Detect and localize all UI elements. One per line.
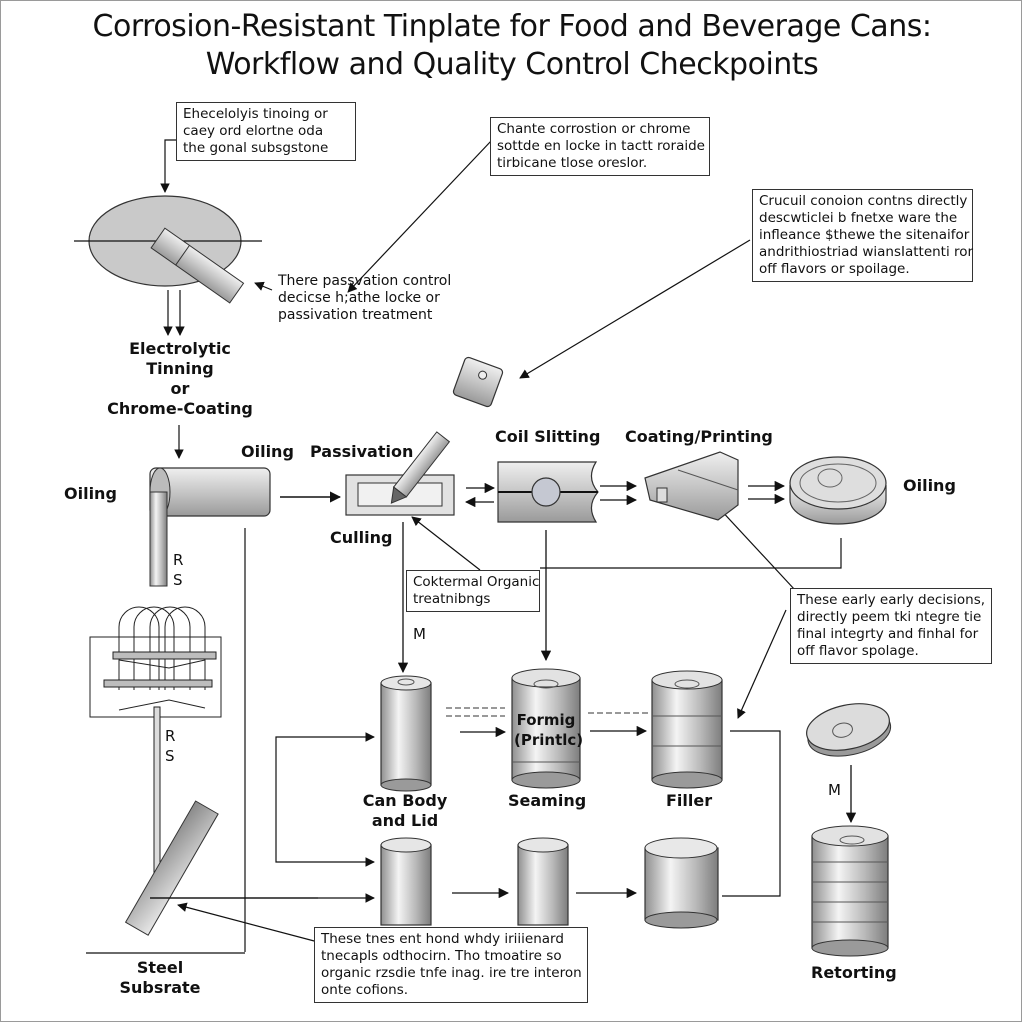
marker-letter: R bbox=[173, 551, 184, 569]
label-line: Steel bbox=[136, 958, 184, 977]
callout-line: infleance $thewe the sitenaifor bbox=[759, 227, 970, 243]
callout-line: Crucuil conoion contns directly bbox=[759, 193, 968, 209]
filler-can-icon bbox=[651, 670, 723, 789]
arrow-into-row2-can bbox=[275, 778, 375, 867]
tilted-lid-icon bbox=[806, 703, 892, 757]
can-lid-icon bbox=[789, 456, 887, 525]
callout-line: tnecapls odthocirn. Tho tmoatire so bbox=[321, 948, 562, 964]
cylinder-part-icon bbox=[452, 356, 504, 408]
marker-rs-lower: R S bbox=[165, 726, 175, 766]
retort-can-icon bbox=[811, 825, 889, 957]
can-body-icon bbox=[380, 675, 432, 792]
label-line: and Lid bbox=[371, 811, 439, 830]
coil-slitting-icon bbox=[497, 461, 599, 523]
callout-line: organic rzsdie tnfe inag. ire tre intero… bbox=[321, 965, 582, 981]
note-line: There passvation control bbox=[278, 273, 452, 289]
connector-lid-return bbox=[540, 538, 842, 569]
label-line: Tinning bbox=[146, 359, 214, 378]
stage-passivation: Passivation bbox=[310, 442, 414, 461]
callout-line: descwticlei b fnetxe ware the bbox=[759, 210, 958, 226]
leader-early-decisions-down bbox=[737, 609, 787, 719]
label-line: Electrolytic bbox=[129, 339, 231, 358]
callout-line: Coktermal Organic bbox=[413, 574, 540, 590]
seaming-can-icon bbox=[511, 668, 581, 789]
label-line: Can Body bbox=[362, 791, 448, 810]
callout-organic-residue: These tnes ent hond whdy iriiienard tnec… bbox=[314, 927, 588, 1003]
callout-early-decisions: These early early decisions, directly pe… bbox=[790, 588, 992, 664]
diagram-title-line-2: Workflow and Quality Control Checkpoints bbox=[205, 47, 819, 82]
row2-can-1-icon bbox=[380, 837, 432, 926]
stage-filler: Filler bbox=[666, 791, 713, 810]
callout-line: onte cofions. bbox=[321, 982, 409, 998]
stage-oiling-top: Oiling bbox=[241, 442, 294, 461]
stage-electrolytic-tinning: Electrolytic Tinning or Chrome-Coating bbox=[100, 339, 260, 419]
oiling-roll-icon bbox=[149, 467, 271, 587]
arrow-into-can-body bbox=[275, 732, 375, 778]
marker-letter: S bbox=[173, 571, 183, 589]
callout-line: off flavor spolage. bbox=[797, 643, 919, 659]
callout-line: andrithiostriad wiansIattenti ror bbox=[759, 244, 974, 260]
stage-oiling-right: Oiling bbox=[903, 476, 956, 495]
row2-open-can-icon bbox=[644, 837, 719, 929]
leader-bottom bbox=[177, 902, 319, 943]
callout-line: These tnes ent hond whdy iriiienard bbox=[321, 931, 564, 947]
stage-coating-printing: Coating/Printing bbox=[625, 427, 773, 446]
callout-line: caey ord elortne oda bbox=[183, 123, 324, 139]
tinning-frame-icon bbox=[89, 606, 222, 893]
callout-leaders bbox=[160, 139, 796, 943]
label-line: Subsrate bbox=[119, 978, 201, 997]
label-line: Chrome-Coating bbox=[107, 399, 253, 418]
callout-line: off flavors or spoilage. bbox=[759, 261, 910, 277]
leader-organic bbox=[411, 516, 481, 571]
callout-external-organic: Coktermal Organic treatnibngs bbox=[406, 570, 540, 612]
note-line: passivation treatment bbox=[278, 307, 433, 323]
stage-can-body-and-lid: Can Body and Lid bbox=[350, 791, 460, 831]
leader-top-right bbox=[519, 239, 751, 379]
diagram-title-line-1: Corrosion-Resistant Tinplate for Food an… bbox=[92, 9, 932, 44]
stage-culling: Culling bbox=[330, 528, 393, 547]
leader-early-decisions-up bbox=[717, 506, 796, 591]
leader-passivation-note bbox=[254, 281, 273, 291]
marker-rs-upper: R S bbox=[173, 550, 183, 590]
marker-letter: R bbox=[165, 727, 176, 745]
leader-top-left bbox=[160, 139, 176, 193]
forming-printing-overlay: Formig (Printlc) bbox=[514, 710, 584, 750]
passivation-station-icon bbox=[345, 431, 455, 516]
connector-filler-loop bbox=[722, 730, 781, 897]
callout-line: directly peem tki ntegre tie bbox=[797, 609, 982, 625]
stage-coil-slitting: Coil Slitting bbox=[495, 427, 601, 446]
stage-seaming: Seaming bbox=[508, 791, 587, 810]
label-line: (Printlc) bbox=[514, 731, 584, 749]
passivation-control-note: There passvation control decicse h;athe … bbox=[278, 273, 451, 324]
callout-line: final integrty and finhal for bbox=[797, 626, 979, 642]
stage-steel-substrate: Steel Subsrate bbox=[110, 958, 210, 998]
leader-top-center bbox=[347, 139, 493, 293]
electrolytic-tinning-disc-icon bbox=[74, 195, 262, 336]
marker-m-right: M bbox=[828, 781, 841, 799]
stage-retorting: Retorting bbox=[811, 963, 897, 982]
callout-line: Ehecelolyis tinoing or bbox=[183, 106, 328, 122]
callout-chrome-corrosion: Chante corrostion or chrome sottde en lo… bbox=[490, 117, 710, 176]
coating-printing-icon bbox=[644, 451, 739, 521]
callout-line: These early early decisions, bbox=[797, 592, 986, 608]
callout-line: the gonal subsgstone bbox=[183, 140, 329, 156]
marker-letter: S bbox=[165, 747, 175, 765]
row2-can-2-icon bbox=[517, 837, 569, 926]
callout-line: tirbicane tlose oreslor. bbox=[497, 155, 648, 171]
stage-oiling-left: Oiling bbox=[64, 484, 117, 503]
callout-line: Chante corrostion or chrome bbox=[497, 121, 691, 137]
callout-line: sottde en locke in tactt roraide bbox=[497, 138, 705, 154]
callout-electrolytic: Ehecelolyis tinoing or caey ord elortne … bbox=[176, 102, 356, 161]
note-line: decicse h;athe locke or bbox=[278, 290, 440, 306]
label-line: or bbox=[170, 379, 190, 398]
callout-line: treatnibngs bbox=[413, 591, 491, 607]
marker-m-center: M bbox=[413, 625, 426, 643]
callout-crucial-corrosion: Crucuil conoion contns directly descwtic… bbox=[752, 189, 973, 282]
label-line: Formig bbox=[516, 711, 576, 729]
